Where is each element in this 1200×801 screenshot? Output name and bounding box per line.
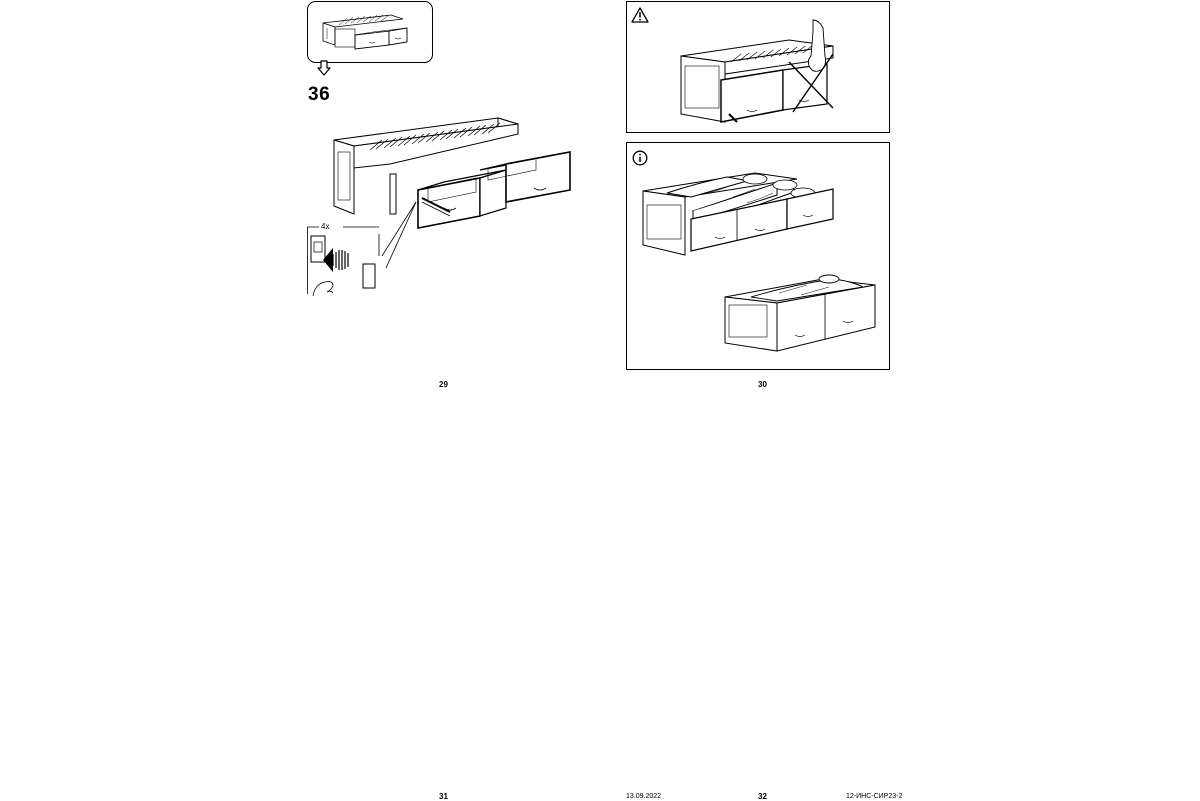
page-number-30: 30	[758, 380, 767, 389]
single-bed-illustration	[719, 263, 885, 355]
step-number: 36	[308, 84, 331, 105]
overview-thumbnail	[307, 1, 433, 63]
info-panel	[626, 142, 890, 370]
bed-drawers-illustration	[330, 112, 580, 230]
down-arrow-icon	[316, 60, 332, 76]
quantity-label: 4x	[321, 222, 330, 231]
callout-leader	[378, 200, 418, 270]
page-number-31: 31	[439, 792, 448, 801]
double-bed-illustration	[637, 153, 841, 263]
page-number-29: 29	[439, 380, 448, 389]
page-number-32: 32	[758, 792, 767, 801]
document-code: 12-ИНС-СИР23-2	[846, 793, 903, 800]
info-circle-icon	[632, 150, 648, 166]
warning-panel	[626, 1, 890, 133]
print-date: 13.09.2022	[626, 793, 662, 800]
warning-illustration	[677, 18, 887, 130]
detail-callout-frame	[307, 226, 382, 298]
warning-triangle-icon	[631, 7, 649, 23]
